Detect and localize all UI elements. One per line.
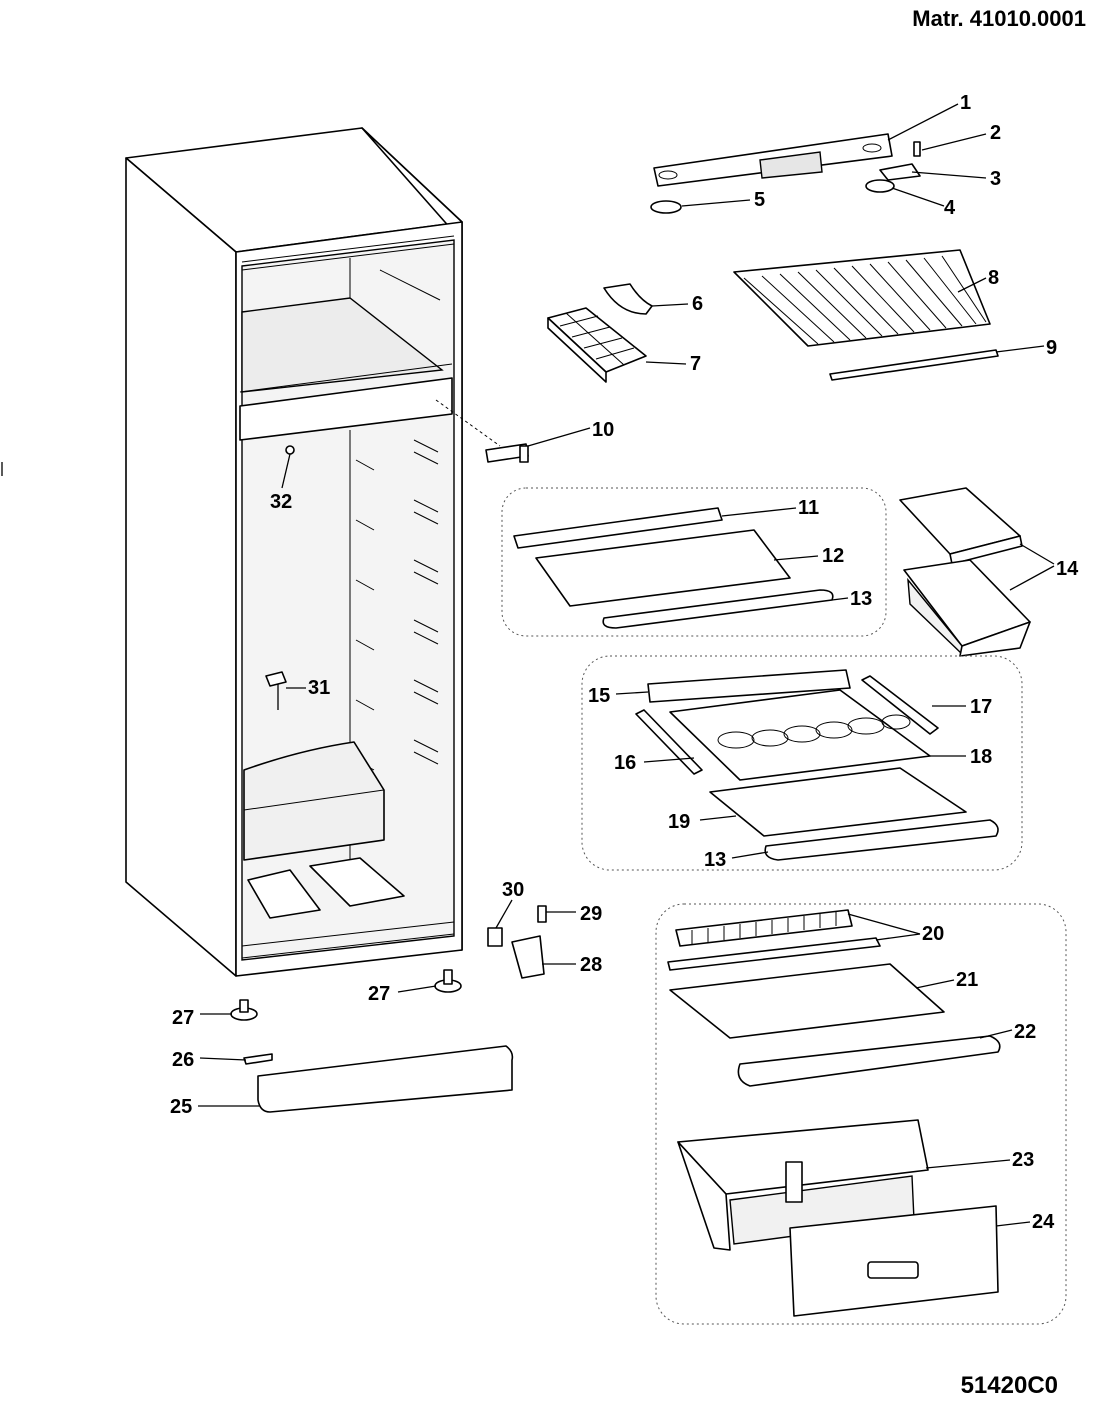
callout-13a: 13	[850, 588, 872, 610]
callout-25: 25	[170, 1096, 192, 1118]
callout-17: 17	[970, 696, 992, 718]
refrigerator-cabinet	[125, 127, 463, 977]
callout-23: 23	[1012, 1149, 1034, 1171]
callout-5: 5	[754, 189, 765, 211]
callout-30: 30	[502, 879, 524, 901]
dairy-compartment	[899, 487, 1031, 657]
leader-lines	[198, 103, 1055, 1227]
callout-13b: 13	[704, 849, 726, 871]
callout-32: 32	[270, 491, 292, 513]
hinge-bracket	[435, 399, 529, 463]
callout-29: 29	[580, 903, 602, 925]
callout-1: 1	[960, 92, 971, 114]
crisper-assembly	[667, 909, 1001, 1317]
callout-numbers: 1 2 3 4 5 6 7 8 9 10 11 12 13 14 15 16 1…	[170, 92, 1079, 1233]
callout-12: 12	[822, 545, 844, 567]
callout-8: 8	[988, 267, 999, 289]
callout-3: 3	[990, 168, 1001, 190]
callout-24: 24	[1032, 1211, 1055, 1233]
drawing-code: 51420C0	[960, 1372, 1058, 1399]
callout-18: 18	[970, 746, 992, 768]
callout-27a: 27	[172, 1007, 194, 1029]
bottle-rack-shelf	[635, 669, 999, 861]
crisper-group	[655, 903, 1067, 1325]
callout-26: 26	[172, 1049, 194, 1071]
callout-16: 16	[614, 752, 636, 774]
callout-9: 9	[1046, 337, 1057, 359]
callout-6: 6	[692, 293, 703, 315]
callout-10: 10	[592, 419, 614, 441]
callout-19: 19	[668, 811, 690, 833]
callout-14: 14	[1056, 558, 1079, 580]
shelf-group-b	[581, 655, 1023, 871]
callout-21: 21	[956, 969, 978, 991]
callout-20: 20	[922, 923, 944, 945]
freezer-accessories	[547, 249, 999, 383]
control-panel-assembly	[650, 133, 921, 214]
callout-27b: 27	[368, 983, 390, 1005]
callout-22: 22	[1014, 1021, 1036, 1043]
callout-7: 7	[690, 353, 701, 375]
bottom-parts	[230, 445, 547, 1113]
callout-28: 28	[580, 954, 602, 976]
callout-15: 15	[588, 685, 610, 707]
callout-11: 11	[798, 497, 819, 519]
callout-31: 31	[308, 677, 330, 699]
callout-4: 4	[944, 197, 956, 219]
glass-shelf-a	[513, 507, 834, 629]
drawing-number: Matr. 41010.0001	[912, 6, 1086, 31]
callout-2: 2	[990, 122, 1001, 144]
